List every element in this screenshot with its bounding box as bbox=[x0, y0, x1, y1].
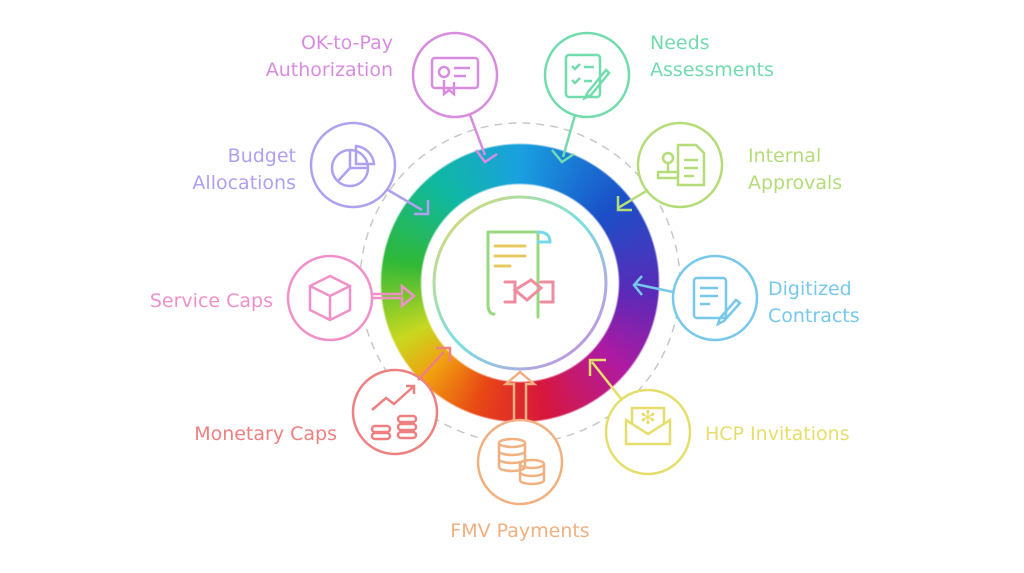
node-internal-approvals bbox=[616, 121, 724, 212]
checklist-pen-icon bbox=[564, 53, 611, 101]
node-monetary-caps bbox=[351, 346, 452, 456]
contract-handshake-icon bbox=[486, 230, 555, 319]
pie-chart-icon bbox=[330, 144, 376, 188]
node-ok-to-pay bbox=[411, 31, 499, 164]
node-fmv-payments bbox=[476, 370, 564, 506]
growth-coins-icon bbox=[370, 384, 418, 441]
svg-text:✻: ✻ bbox=[640, 407, 656, 429]
label-monetary-caps: Monetary Caps bbox=[194, 423, 337, 445]
center-circle bbox=[432, 195, 608, 371]
coins-stack-icon bbox=[497, 437, 546, 486]
stamp-document-icon bbox=[656, 143, 706, 187]
node-service-caps bbox=[286, 254, 416, 342]
label-service-caps: Service Caps bbox=[150, 290, 273, 312]
signing-document-icon bbox=[692, 276, 742, 327]
node-budget-allocations bbox=[309, 121, 430, 216]
label-hcp-invitations: HCP Invitations bbox=[705, 423, 850, 445]
label-fmv-payments: FMV Payments bbox=[450, 520, 589, 542]
envelope-invitation-icon: ✻ bbox=[624, 406, 672, 446]
node-digitized-contracts bbox=[632, 254, 759, 342]
node-needs-assessments bbox=[543, 31, 631, 164]
box-icon bbox=[308, 274, 352, 322]
node-hcp-invitations: ✻ bbox=[588, 358, 692, 476]
